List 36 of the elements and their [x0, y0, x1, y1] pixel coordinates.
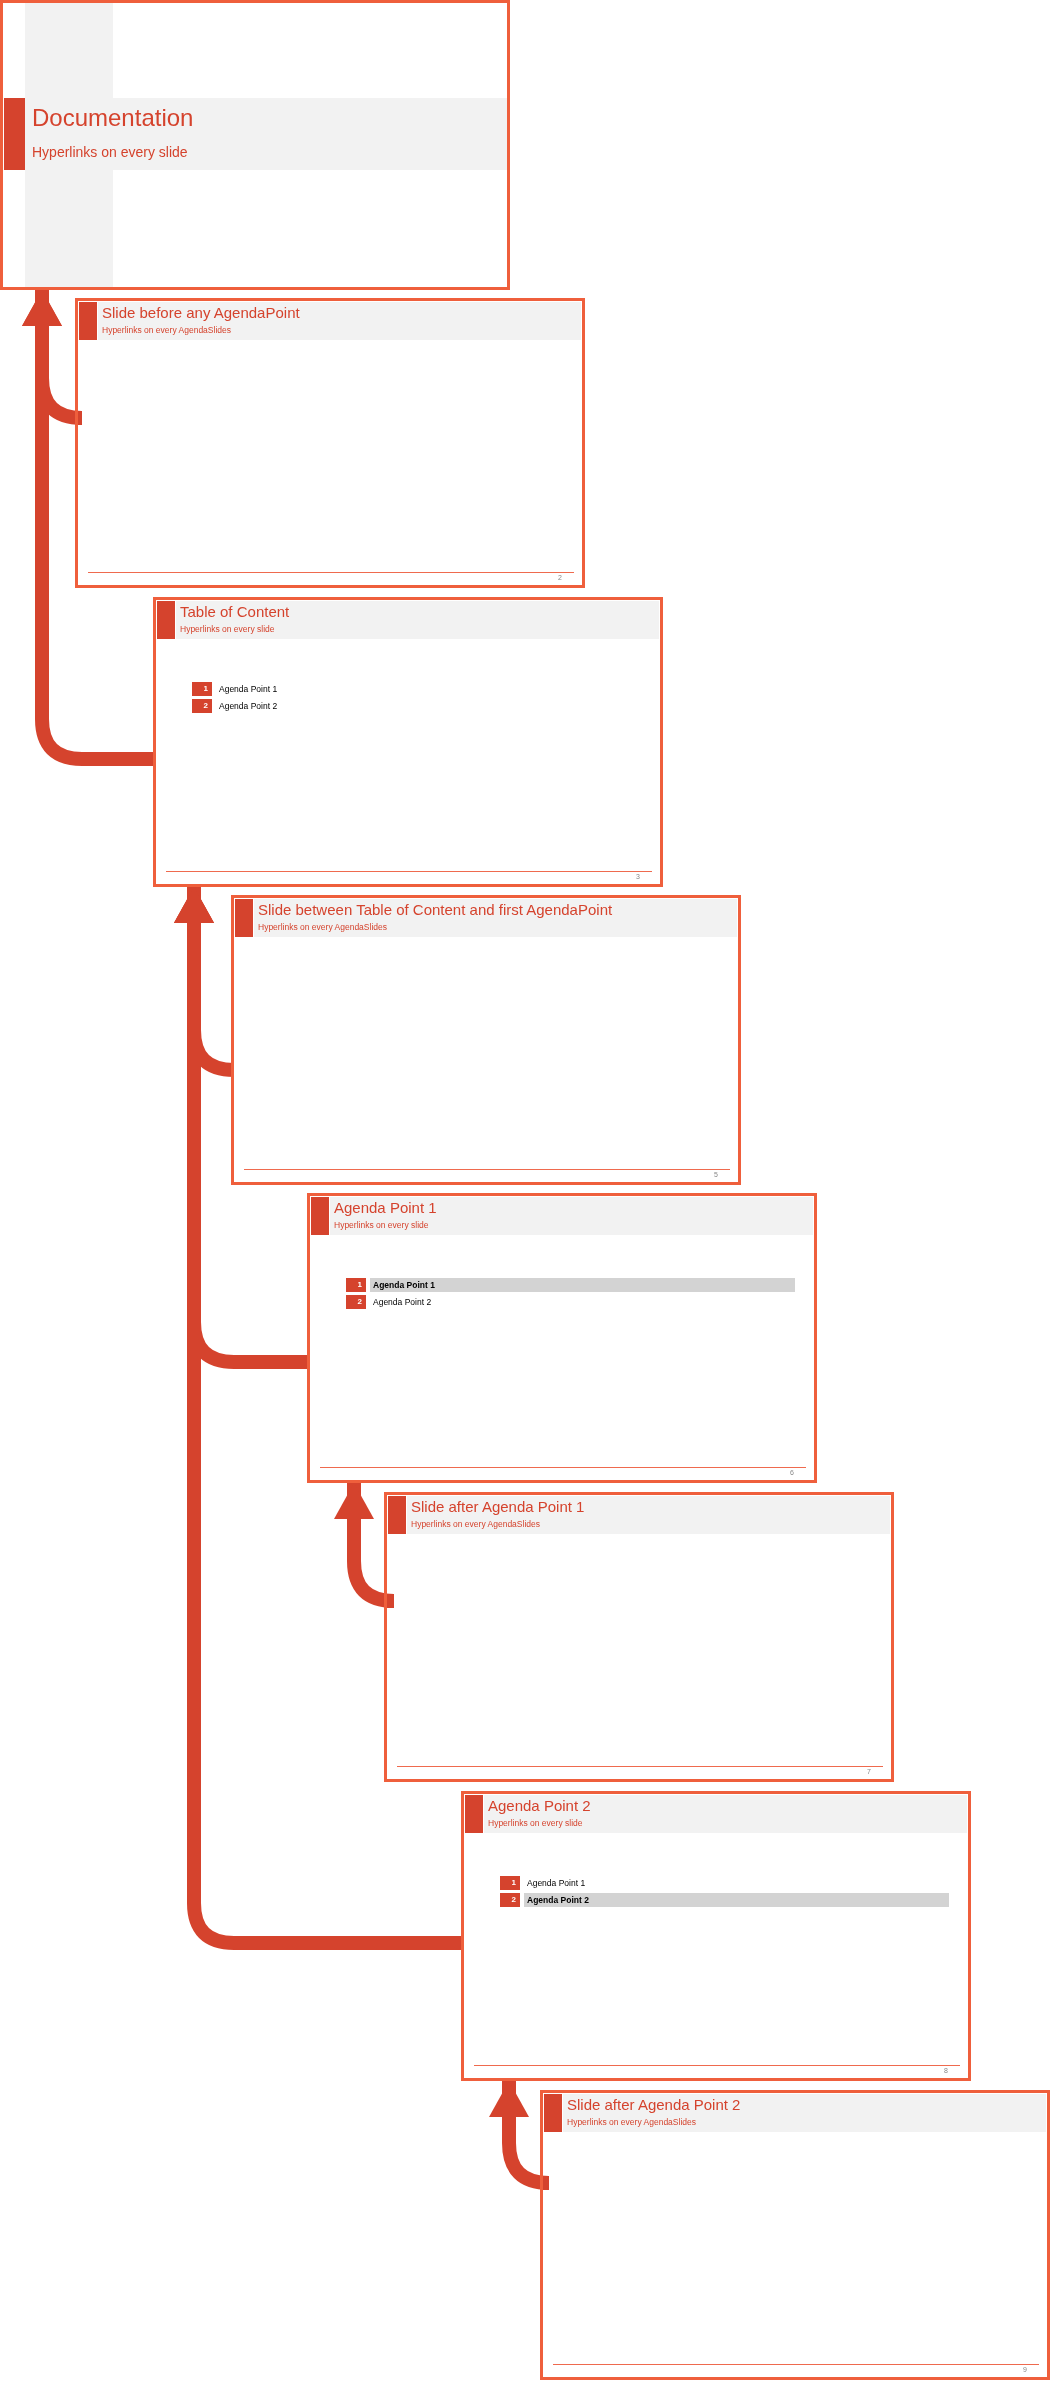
- slide-title: Slide between Table of Content and first AgendaPoint: [258, 901, 613, 918]
- highlighted-agenda-item: Agenda Point 2: [524, 1893, 949, 1907]
- number-badge: 2: [500, 1893, 520, 1907]
- number-badge: 1: [346, 1278, 366, 1292]
- slide-frame: [0, 0, 510, 290]
- slide-frame: [231, 895, 741, 1185]
- slide-subtitle: Hyperlinks on every AgendaSlides: [102, 325, 231, 335]
- slide-title: Slide after Agenda Point 1: [411, 1498, 585, 1515]
- slide-subtitle: Hyperlinks on every slide: [32, 144, 188, 160]
- number-badge: 1: [500, 1876, 520, 1890]
- slide-title: Table of Content: [180, 603, 290, 620]
- number-badge: 1: [192, 682, 212, 696]
- slide-frame: [461, 1791, 971, 2081]
- slide-subtitle: Hyperlinks on every slide: [488, 1818, 583, 1828]
- slide-frame: [307, 1193, 817, 1483]
- slide-frame: [384, 1492, 894, 1782]
- slide-subtitle: Hyperlinks on every slide: [180, 624, 275, 634]
- number-badge: 2: [192, 699, 212, 713]
- slide-title: Agenda Point 1: [334, 1199, 437, 1216]
- slide-title: Agenda Point 2: [488, 1797, 591, 1814]
- agenda-item: Agenda Point 1: [524, 1876, 586, 1890]
- agenda-item: Agenda Point 2: [216, 699, 278, 713]
- slide-frame: [153, 597, 663, 887]
- slide-frame: [75, 298, 585, 588]
- slide-title: Documentation: [32, 104, 194, 132]
- slide-title: Slide after Agenda Point 2: [567, 2096, 741, 2113]
- slide-title: Slide before any AgendaPoint: [102, 304, 300, 321]
- slide-subtitle: Hyperlinks on every AgendaSlides: [258, 922, 387, 932]
- slide-subtitle: Hyperlinks on every slide: [334, 1220, 429, 1230]
- number-badge: 2: [346, 1295, 366, 1309]
- agenda-item: Agenda Point 1: [216, 682, 278, 696]
- slide-subtitle: Hyperlinks on every AgendaSlides: [411, 1519, 540, 1529]
- agenda-item: Agenda Point 2: [370, 1295, 432, 1309]
- highlighted-agenda-item: Agenda Point 1: [370, 1278, 795, 1292]
- slide-frame: [540, 2090, 1050, 2380]
- slide-subtitle: Hyperlinks on every AgendaSlides: [567, 2117, 696, 2127]
